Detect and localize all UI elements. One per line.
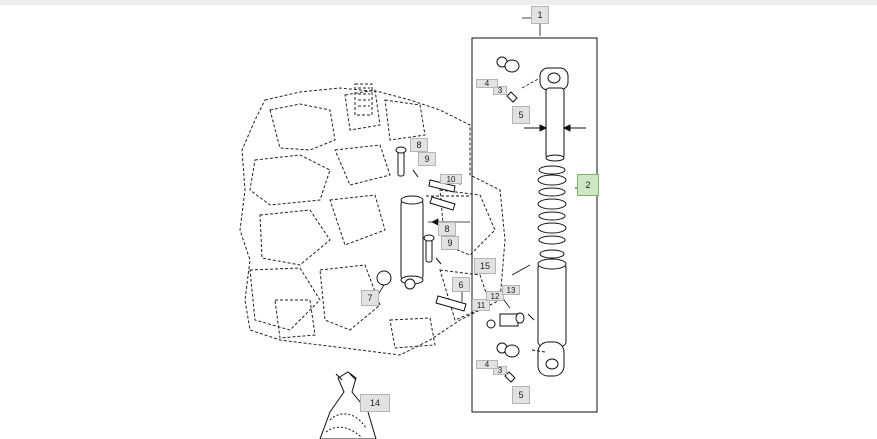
callout-8-bottom[interactable]: 8	[438, 222, 456, 236]
callout-5-top[interactable]: 5	[512, 106, 530, 124]
callout-15[interactable]: 15	[474, 258, 496, 274]
callout-13[interactable]: 13	[502, 285, 520, 295]
callout-9-bottom[interactable]: 9	[441, 236, 459, 250]
pins-illustration	[395, 146, 467, 312]
exploded-cylinder-illustration	[486, 56, 586, 383]
callout-8-top[interactable]: 8	[410, 138, 428, 152]
callout-12[interactable]: 12	[486, 291, 504, 301]
hardware-bag-illustration	[319, 371, 377, 439]
callout-2[interactable]: 2	[577, 174, 599, 196]
callout-1[interactable]: 1	[531, 6, 549, 24]
engine-block-illustration	[239, 83, 506, 356]
callout-14[interactable]: 14	[360, 394, 390, 412]
mounted-cylinder-illustration	[376, 195, 470, 290]
top-bar	[0, 0, 877, 5]
exploded-view-frame	[471, 37, 598, 413]
callout-4-bottom[interactable]: 4	[476, 360, 498, 369]
callout-10[interactable]: 10	[440, 174, 462, 184]
callout-5-bottom[interactable]: 5	[512, 386, 530, 404]
callout-7[interactable]: 7	[361, 290, 379, 306]
callout-6[interactable]: 6	[452, 277, 470, 292]
callout-9-top[interactable]: 9	[418, 152, 436, 166]
callout-3-top[interactable]: 3	[493, 86, 507, 95]
callout-4-top[interactable]: 4	[476, 79, 498, 88]
callout-3-bottom[interactable]: 3	[493, 366, 507, 375]
callout-11[interactable]: 11	[472, 299, 490, 311]
